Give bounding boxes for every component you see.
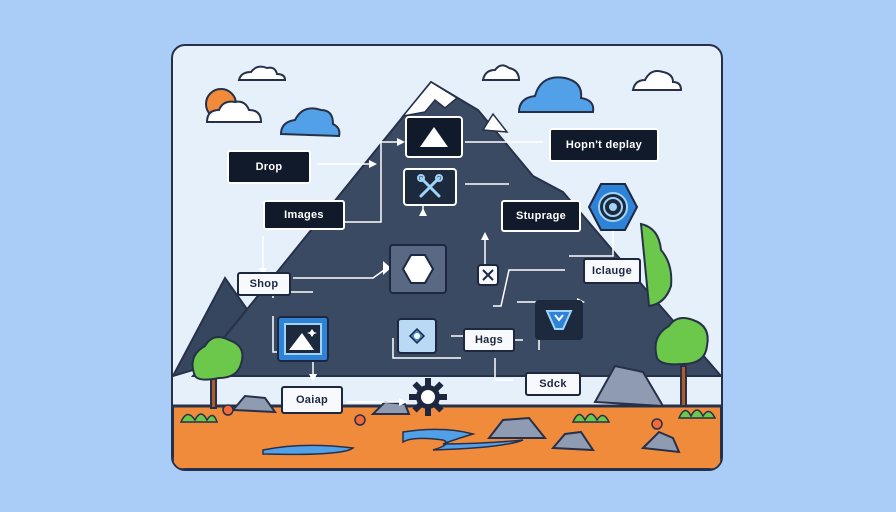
- node-hexagon: [389, 244, 447, 294]
- target-icon: [587, 183, 639, 231]
- node-code: [535, 300, 583, 340]
- x-icon: [482, 269, 494, 281]
- node-iclauge: Iclauge: [583, 258, 641, 284]
- mountain-image-icon: [284, 323, 322, 355]
- cloud-icon: [517, 76, 595, 113]
- bush: [639, 222, 673, 308]
- node-triangle: [405, 116, 463, 158]
- node-target: [587, 182, 639, 232]
- node-oaiap: Oaiap: [281, 386, 343, 414]
- cloud-icon: [279, 107, 341, 138]
- rock: [550, 430, 595, 452]
- shrub: [571, 413, 611, 423]
- node-eye: [397, 318, 437, 354]
- node-sdck: Sdck: [525, 372, 581, 396]
- node-shop: Shop: [237, 272, 291, 296]
- node-x: [477, 264, 499, 286]
- code-icon: [545, 310, 573, 330]
- cloud-icon: [481, 64, 521, 81]
- rock: [370, 400, 411, 415]
- pond: [262, 444, 355, 456]
- flower: [222, 404, 234, 416]
- node-image: [277, 316, 329, 362]
- tools-icon: [417, 174, 443, 198]
- flower: [651, 418, 663, 430]
- cloud-icon: [205, 100, 263, 123]
- hexagon-icon: [401, 254, 435, 284]
- shrub: [677, 409, 717, 419]
- node-hags: Hags: [463, 328, 515, 352]
- snow-cap: [481, 112, 509, 133]
- node-tools: [403, 168, 457, 206]
- eye-icon: [408, 327, 426, 345]
- flower: [354, 414, 366, 426]
- diagram-panel: Drop Images Shop Oaiap Hopn't deplay Stu…: [171, 44, 723, 471]
- rock: [486, 416, 548, 439]
- triangle-icon: [420, 127, 448, 147]
- node-gear: [407, 376, 449, 418]
- rock: [230, 394, 278, 414]
- rock: [640, 430, 681, 454]
- tree: [654, 317, 709, 407]
- node-top-right: Hopn't deplay: [549, 128, 659, 162]
- shrub: [179, 413, 219, 423]
- node-drop: Drop: [227, 150, 311, 184]
- rock: [593, 364, 665, 408]
- node-stuprage: Stuprage: [501, 200, 581, 232]
- snow-cap: [401, 81, 459, 118]
- gear-icon: [409, 378, 447, 416]
- node-images: Images: [263, 200, 345, 230]
- cloud-icon: [631, 70, 683, 91]
- tree: [191, 336, 244, 409]
- mountain-scene: [173, 64, 721, 469]
- stream: [402, 428, 524, 451]
- cloud-icon: [237, 65, 287, 81]
